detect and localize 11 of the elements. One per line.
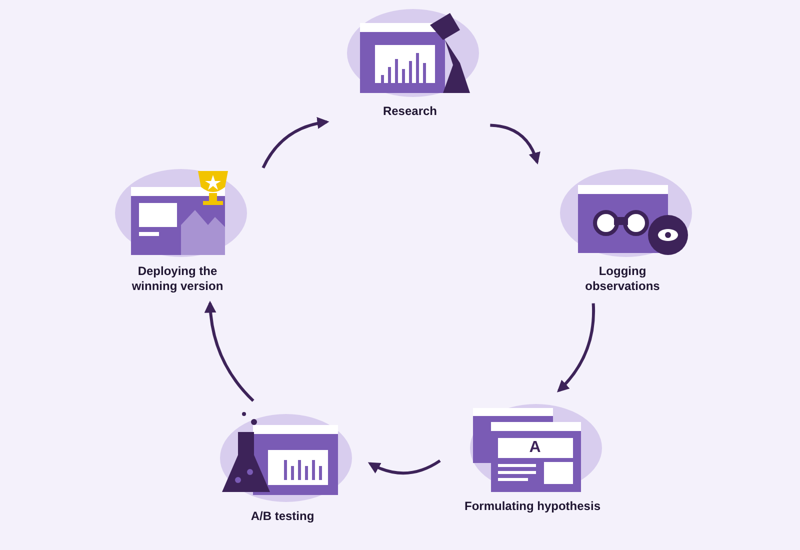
step-label: Research (382, 104, 438, 119)
variant-letter: A (528, 439, 542, 457)
step-label: A/B testing (250, 509, 314, 524)
step-label: Deploying the winning version (130, 264, 224, 294)
curved-arrow (262, 117, 330, 168)
step-label: Formulating hypothesis (464, 499, 600, 514)
curved-arrow (490, 124, 540, 164)
step-label: Logging observations (584, 264, 661, 294)
curved-arrow (557, 303, 596, 392)
curved-arrow (204, 300, 254, 402)
curved-arrow (368, 459, 441, 475)
